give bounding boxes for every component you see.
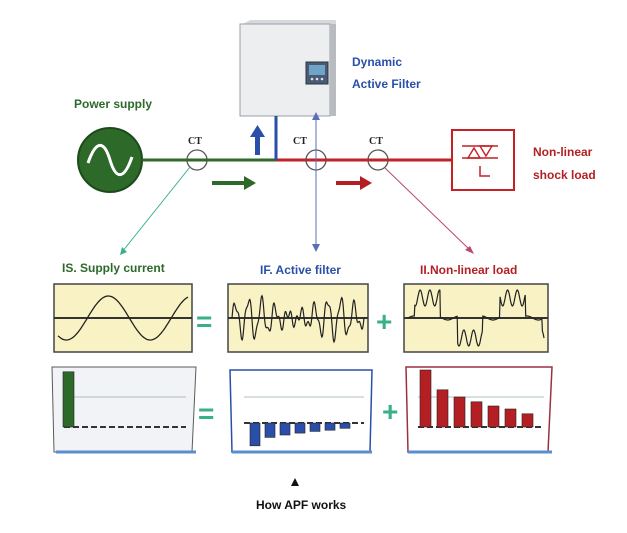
load-flow-arrow-icon <box>336 176 372 190</box>
spectrum-bar <box>264 422 276 438</box>
thyristor-load-icon <box>451 129 515 191</box>
spectrum-bar <box>487 405 500 428</box>
load-label-line2: shock load <box>533 168 596 182</box>
spectrum-bar <box>62 371 75 428</box>
equals-sign: = <box>198 398 214 429</box>
ct-label: CT <box>293 136 307 147</box>
load-waveform <box>407 289 545 347</box>
filter-label-line2: Active Filter <box>352 77 421 91</box>
filter-spectrum-bars <box>249 422 351 447</box>
spectrum-bar <box>521 413 534 428</box>
ct-sensor-supply: CT <box>186 136 208 171</box>
power-supply-label: Power supply <box>74 97 152 111</box>
active-filter-heading: IF. Active filter <box>260 263 341 277</box>
spectrum-bar <box>339 422 351 429</box>
supply-spectrum-bars <box>62 371 75 428</box>
ct-sensor-load: CT <box>367 136 389 171</box>
filter-cabinet-icon <box>239 20 336 117</box>
filter-waveform-panel <box>227 283 369 353</box>
injection-arrow-icon <box>250 125 265 155</box>
equals-sign: = <box>196 306 212 337</box>
plus-sign: + <box>382 396 398 427</box>
caption: How APF works <box>256 498 347 512</box>
spectrum-bar <box>249 422 261 447</box>
caption-pointer-icon <box>291 478 299 486</box>
spectrum-bar <box>436 389 449 428</box>
filter-spectrum-panel <box>229 369 373 454</box>
supply-flow-arrow-icon <box>212 176 256 190</box>
load-spectrum-panel <box>405 366 553 454</box>
spectrum-bar <box>470 401 483 428</box>
filter-label-line1: Dynamic <box>352 55 402 69</box>
supply-spectrum-panel <box>51 366 197 454</box>
filter-waveform <box>231 294 365 344</box>
spectrum-bar <box>309 422 321 432</box>
supply-waveform <box>57 295 189 341</box>
ct-sensor-filter: CT <box>293 136 327 171</box>
supply-current-heading: IS. Supply current <box>62 261 165 275</box>
load-waveform-panel <box>403 283 549 353</box>
ct-label: CT <box>369 136 383 147</box>
measurement-leads <box>120 112 474 255</box>
load-spectrum-bars <box>419 369 534 428</box>
spectrum-bar <box>419 369 432 428</box>
spectrum-bar <box>294 422 306 434</box>
spectrum-bar <box>453 396 466 428</box>
load-label-line1: Non-linear <box>533 145 593 159</box>
ct-label: CT <box>188 136 202 147</box>
spectrum-bar <box>279 422 291 436</box>
spectrum-bar <box>504 408 517 428</box>
spectrum-bar <box>324 422 336 431</box>
ac-source-icon <box>77 127 143 193</box>
nonlinear-load-heading: II.Non-linear load <box>420 263 517 277</box>
plus-sign: + <box>376 306 392 337</box>
supply-waveform-panel <box>53 283 193 353</box>
